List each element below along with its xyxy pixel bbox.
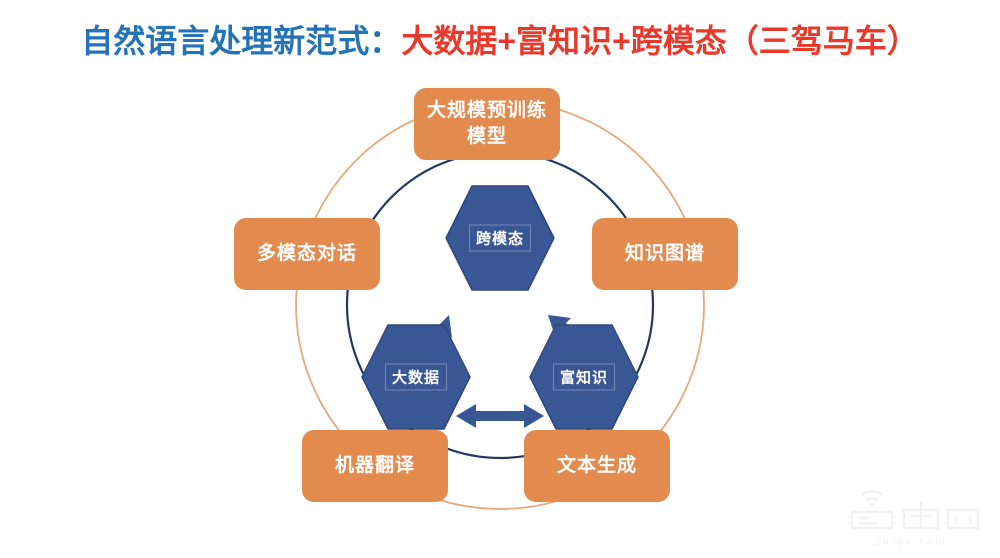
hexagon-shape-cross-modal — [445, 185, 555, 291]
app-box-knowledge-graph-label: 知识图谱 — [624, 243, 705, 265]
watermark: zhidx.com — [836, 488, 986, 550]
hexagon-shape-big-data — [361, 324, 471, 430]
page-title: 自然语言处理新范式：大数据+富知识+跨模态（三驾马车） — [0, 16, 1000, 62]
app-box-pretrained-model[interactable]: 大规模预训练 模型 — [414, 88, 560, 160]
app-box-machine-translation[interactable]: 机器翻译 — [302, 430, 448, 502]
app-box-knowledge-graph[interactable]: 知识图谱 — [592, 218, 738, 290]
watermark-url: zhidx.com — [874, 537, 947, 548]
arrow-bigdata-knowledge — [456, 404, 544, 428]
nlp-paradigm-diagram: 大规模预训练 模型 多模态对话 知识图谱 机器翻译 文本生成 跨模态 大数据 — [0, 70, 1000, 558]
app-box-pretrained-model-line1: 大规模预训练 — [426, 100, 547, 122]
app-box-pretrained-model-line2: 模型 — [466, 126, 507, 147]
page-title-blue-text: 自然语言处理新范式： — [81, 23, 402, 59]
hexagon-shape-rich-knowledge — [529, 324, 639, 430]
app-box-text-generation[interactable]: 文本生成 — [524, 430, 670, 502]
core-node-rich-knowledge[interactable]: 富知识 — [528, 323, 640, 431]
app-box-multimodal-dialogue-label: 多模态对话 — [256, 243, 357, 265]
core-node-big-data[interactable]: 大数据 — [360, 323, 472, 431]
app-box-machine-translation-label: 机器翻译 — [334, 455, 415, 477]
app-box-text-generation-label: 文本生成 — [556, 455, 637, 477]
page-title-red-text: 大数据+富知识+跨模态（三驾马车） — [401, 23, 919, 59]
core-node-cross-modal[interactable]: 跨模态 — [444, 184, 556, 292]
watermark-logo-icon — [850, 490, 980, 530]
app-box-multimodal-dialogue[interactable]: 多模态对话 — [234, 218, 380, 290]
